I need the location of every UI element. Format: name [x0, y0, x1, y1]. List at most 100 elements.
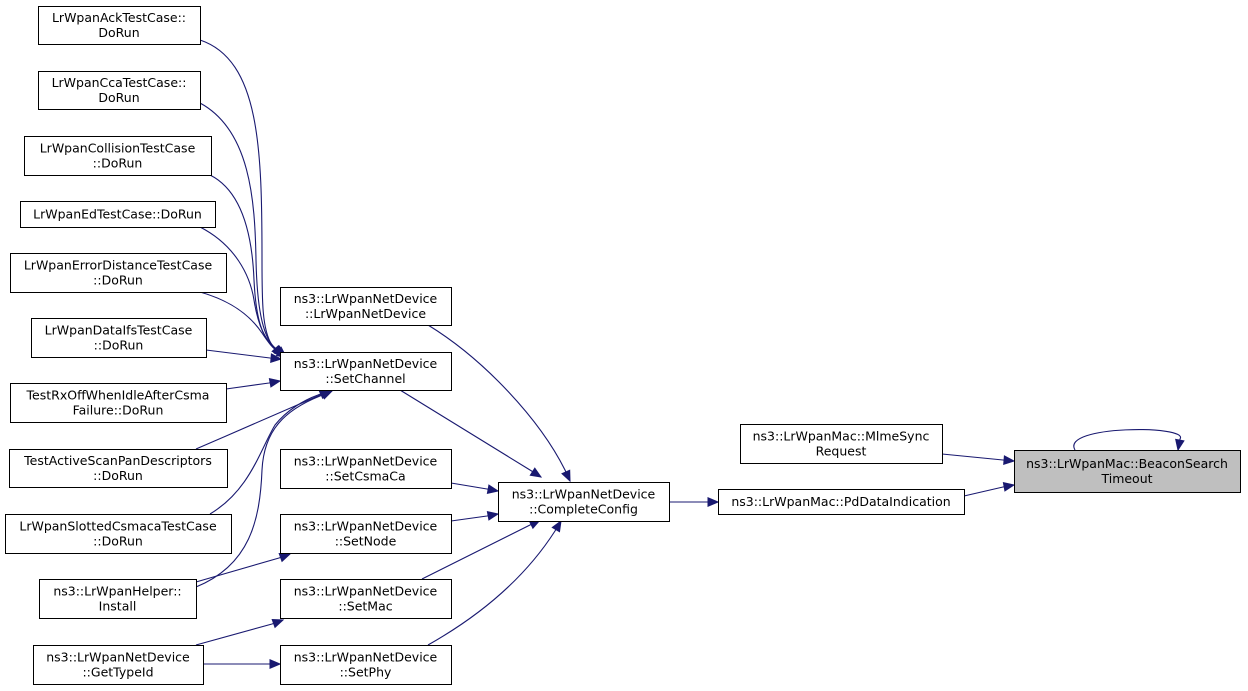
- node-setphy[interactable]: ns3::LrWpanNetDevice::SetPhy: [280, 645, 452, 685]
- node-errordist-label-1: ::DoRun: [93, 273, 143, 288]
- node-collision-label-0: LrWpanCollisionTestCase: [40, 141, 196, 156]
- call-edges: [195, 39, 1185, 669]
- node-ctor-label-1: ::LrWpanNetDevice: [305, 306, 426, 321]
- arrowhead-dataifs-to-setchannel: [270, 353, 283, 364]
- node-setphy-box[interactable]: [280, 645, 452, 685]
- node-slotted-label-1: ::DoRun: [93, 534, 143, 549]
- node-ed-box[interactable]: [20, 201, 216, 228]
- arrowhead-ctor-to-completeconfig: [561, 469, 571, 483]
- node-gettypeid-label-0: ns3::LrWpanNetDevice: [46, 650, 190, 665]
- edge-slotted-to-setchannel: [209, 389, 331, 515]
- node-setchannel-label-0: ns3::LrWpanNetDevice: [294, 356, 438, 371]
- node-setcsmaca-label-1: ::SetCsmaCa: [325, 469, 405, 484]
- node-setnode-box[interactable]: [280, 514, 452, 554]
- node-beacon-label-1: Timeout: [1100, 471, 1152, 486]
- arrowhead-setnode-to-completeconfig: [486, 511, 500, 521]
- node-helper_install[interactable]: ns3::LrWpanHelper::Install: [39, 579, 197, 619]
- edge-gettypeid-to-setmac: [195, 619, 284, 646]
- node-setmac-label-0: ns3::LrWpanNetDevice: [294, 584, 438, 599]
- node-setnode-label-0: ns3::LrWpanNetDevice: [294, 519, 438, 534]
- node-gettypeid[interactable]: ns3::LrWpanNetDevice::GetTypeId: [33, 645, 204, 685]
- node-cca-label-1: DoRun: [98, 90, 139, 105]
- node-completeconfig-label-1: ::CompleteConfig: [529, 502, 638, 517]
- edge-mlmesync-to-beacon: [941, 453, 1015, 462]
- node-setmac-label-1: ::SetMac: [338, 599, 392, 614]
- node-pddata-label-0: ns3::LrWpanMac::PdDataIndication: [731, 494, 950, 509]
- node-ed-label-0: LrWpanEdTestCase::DoRun: [33, 207, 202, 222]
- node-dataifs-label-0: LrWpanDataIfsTestCase: [45, 323, 193, 338]
- arrowhead-gettypeid-to-setmac: [271, 618, 285, 629]
- node-dataifs-box[interactable]: [31, 318, 207, 358]
- node-mlmesync-box[interactable]: [740, 424, 943, 464]
- edge-helper_install-to-setnode: [195, 553, 291, 583]
- edge-errordist-to-setchannel: [199, 291, 288, 359]
- node-ack-box[interactable]: [38, 6, 201, 45]
- node-ctor-label-0: ns3::LrWpanNetDevice: [294, 291, 438, 306]
- edge-ctor-to-completeconfig: [427, 324, 571, 482]
- node-mlmesync-label-1: Request: [816, 444, 867, 459]
- node-ack-label-1: DoRun: [98, 25, 139, 40]
- edge-setphy-to-completeconfig: [427, 520, 562, 646]
- node-setcsmaca-label-0: ns3::LrWpanNetDevice: [294, 454, 438, 469]
- node-helper_install-label-1: Install: [99, 599, 137, 614]
- node-pddata[interactable]: ns3::LrWpanMac::PdDataIndication: [718, 489, 965, 515]
- arrowhead-setcsmaca-to-completeconfig: [486, 484, 500, 494]
- edge-cca-to-setchannel: [199, 102, 285, 357]
- arrowhead-beacon-to-beacon: [1175, 438, 1185, 452]
- arrowhead-setchannel-to-completeconfig: [529, 467, 543, 478]
- node-ack-label-0: LrWpanAckTestCase::: [52, 10, 186, 25]
- edge-beacon-to-beacon: [1073, 429, 1181, 451]
- node-activescan[interactable]: TestActiveScanPanDescriptors::DoRun: [9, 449, 228, 488]
- edge-ack-to-setchannel: [199, 39, 283, 357]
- node-dataifs-label-1: ::DoRun: [94, 338, 144, 353]
- node-cca[interactable]: LrWpanCcaTestCase::DoRun: [38, 71, 201, 110]
- node-cca-label-0: LrWpanCcaTestCase::: [52, 75, 187, 90]
- arrowhead-pddata-to-beacon: [1002, 482, 1016, 492]
- node-setcsmaca-box[interactable]: [280, 449, 452, 489]
- arrowhead-gettypeid-to-setphy: [269, 659, 282, 669]
- arrowhead-mlmesync-to-beacon: [1003, 455, 1016, 466]
- node-ack[interactable]: LrWpanAckTestCase::DoRun: [38, 6, 201, 45]
- node-collision[interactable]: LrWpanCollisionTestCase::DoRun: [24, 136, 212, 176]
- node-completeconfig-box[interactable]: [498, 482, 670, 522]
- node-ed[interactable]: LrWpanEdTestCase::DoRun: [20, 201, 216, 228]
- node-beacon-box[interactable]: [1014, 450, 1241, 493]
- node-helper_install-label-0: ns3::LrWpanHelper::: [53, 584, 181, 599]
- node-activescan-label-1: ::DoRun: [93, 468, 143, 483]
- node-collision-label-1: ::DoRun: [93, 156, 143, 171]
- node-ctor-box[interactable]: [280, 287, 452, 326]
- node-setmac-box[interactable]: [280, 579, 452, 619]
- node-setnode-label-1: ::SetNode: [335, 534, 397, 549]
- node-errordist[interactable]: LrWpanErrorDistanceTestCase::DoRun: [10, 253, 227, 293]
- node-dataifs[interactable]: LrWpanDataIfsTestCase::DoRun: [31, 318, 207, 358]
- edge-activescan-to-setchannel: [195, 389, 331, 450]
- node-setphy-label-1: ::SetPhy: [340, 665, 392, 680]
- node-helper_install-box[interactable]: [39, 579, 197, 619]
- node-activescan-box[interactable]: [9, 449, 228, 488]
- node-setchannel-box[interactable]: [280, 352, 452, 391]
- arrowhead-helper_install-to-setnode: [278, 552, 292, 563]
- node-setchannel[interactable]: ns3::LrWpanNetDevice::SetChannel: [280, 352, 452, 391]
- node-completeconfig[interactable]: ns3::LrWpanNetDevice::CompleteConfig: [498, 482, 670, 522]
- node-activescan-label-0: TestActiveScanPanDescriptors: [23, 453, 212, 468]
- node-pddata-box[interactable]: [718, 489, 965, 515]
- edge-ed-to-setchannel: [199, 226, 287, 358]
- node-slotted-box[interactable]: [5, 514, 232, 554]
- node-setnode[interactable]: ns3::LrWpanNetDevice::SetNode: [280, 514, 452, 554]
- node-ctor[interactable]: ns3::LrWpanNetDevice::LrWpanNetDevice: [280, 287, 452, 326]
- node-slotted[interactable]: LrWpanSlottedCsmacaTestCase::DoRun: [5, 514, 232, 554]
- node-errordist-label-0: LrWpanErrorDistanceTestCase: [24, 258, 213, 273]
- node-setcsmaca[interactable]: ns3::LrWpanNetDevice::SetCsmaCa: [280, 449, 452, 489]
- node-collision-box[interactable]: [24, 136, 212, 176]
- node-errordist-box[interactable]: [10, 253, 227, 293]
- node-cca-box[interactable]: [38, 71, 201, 110]
- node-rxoff-box[interactable]: [10, 383, 227, 423]
- node-gettypeid-box[interactable]: [33, 645, 204, 685]
- node-beacon-label-0: ns3::LrWpanMac::BeaconSearch: [1026, 456, 1228, 471]
- node-setmac[interactable]: ns3::LrWpanNetDevice::SetMac: [280, 579, 452, 619]
- node-mlmesync-label-0: ns3::LrWpanMac::MlmeSync: [753, 429, 930, 444]
